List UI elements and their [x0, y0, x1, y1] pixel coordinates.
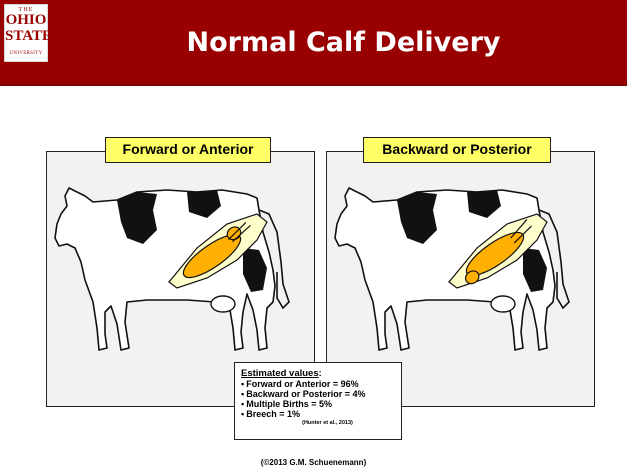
- cow-outline: [335, 188, 555, 350]
- info-heading: Estimated values: [241, 368, 319, 379]
- header-bar: THE OHIO STATE UNIVERSITY Normal Calf De…: [0, 0, 627, 86]
- info-item: Multiple Births = 5%: [241, 399, 396, 409]
- cow-outline: [55, 188, 275, 350]
- info-citation: (Hunter et al., 2013): [241, 419, 396, 427]
- info-item: Backward or Posterior = 4%: [241, 389, 396, 399]
- info-heading-line: Estimated values:: [241, 368, 396, 379]
- cow-udder: [211, 296, 235, 312]
- info-colon: :: [319, 368, 322, 378]
- panel-label-forward: Forward or Anterior: [105, 137, 271, 163]
- logo-university: UNIVERSITY: [5, 51, 47, 56]
- panel-label-backward: Backward or Posterior: [363, 137, 551, 163]
- copyright-text: (©2013 G.M. Schuenemann): [0, 458, 627, 467]
- info-item: Breech = 1%: [241, 409, 396, 419]
- logo-ohio: OHIO: [5, 13, 47, 28]
- info-item: Forward or Anterior = 96%: [241, 379, 396, 389]
- estimated-values-box: Estimated values: Forward or Anterior = …: [234, 362, 402, 440]
- slide-title: Normal Calf Delivery: [60, 26, 627, 60]
- logo-state: STATE: [5, 29, 47, 44]
- cow-udder: [491, 296, 515, 312]
- ohio-state-logo: THE OHIO STATE UNIVERSITY: [4, 4, 48, 62]
